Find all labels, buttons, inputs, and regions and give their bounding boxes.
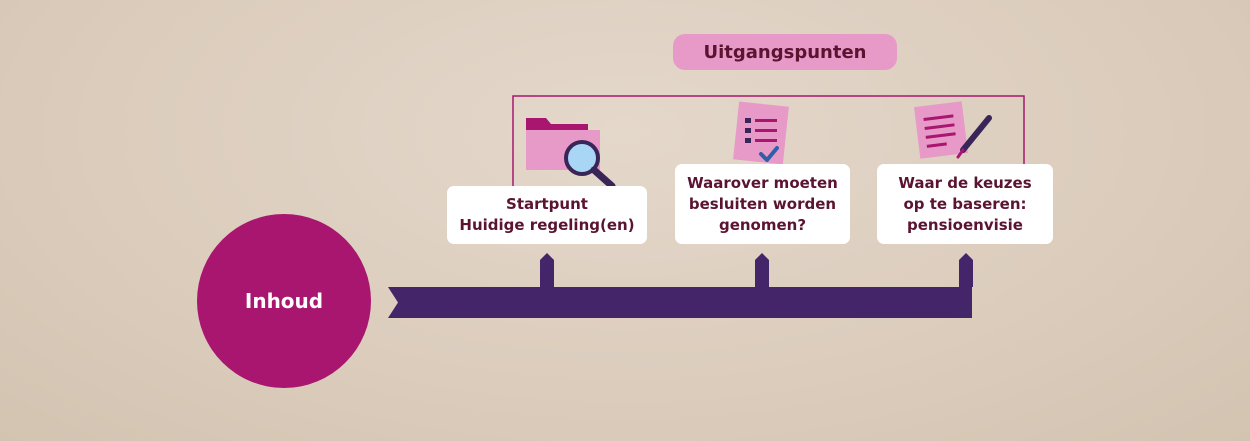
bracket-line	[512, 95, 1025, 186]
timeline-bar	[388, 287, 972, 318]
hub-circle: Inhoud	[197, 214, 371, 388]
card-text-line: Waar de keuzes	[898, 173, 1032, 192]
card-startpunt: Startpunt Huidige regeling(en)	[447, 186, 647, 244]
bracket-label-pill: Uitgangspunten	[673, 34, 897, 70]
folder-magnifier-icon	[526, 118, 616, 190]
bracket-label: Uitgangspunten	[703, 41, 867, 63]
card-text-line: Waarover moeten	[687, 173, 838, 192]
card-text-line: besluiten worden	[688, 194, 837, 213]
checklist-icon	[733, 101, 789, 165]
card-text-line: Huidige regeling(en)	[459, 216, 635, 234]
timeline-marker-1	[540, 253, 554, 287]
card-besluiten: Waarover moeten besluiten worden genomen…	[675, 164, 850, 244]
card-text-line: op te baseren:	[903, 194, 1027, 213]
card-text-line: genomen?	[718, 215, 807, 234]
card-pensioenvisie: Waar de keuzes op te baseren: pensioenvi…	[877, 164, 1053, 244]
card-text-line: pensioenvisie	[907, 215, 1023, 234]
card-text-line: Startpunt	[506, 195, 588, 213]
document-pen-icon	[914, 101, 992, 159]
hub-label: Inhoud	[244, 289, 324, 313]
timeline-marker-3	[959, 253, 973, 287]
timeline-marker-2	[755, 253, 769, 287]
